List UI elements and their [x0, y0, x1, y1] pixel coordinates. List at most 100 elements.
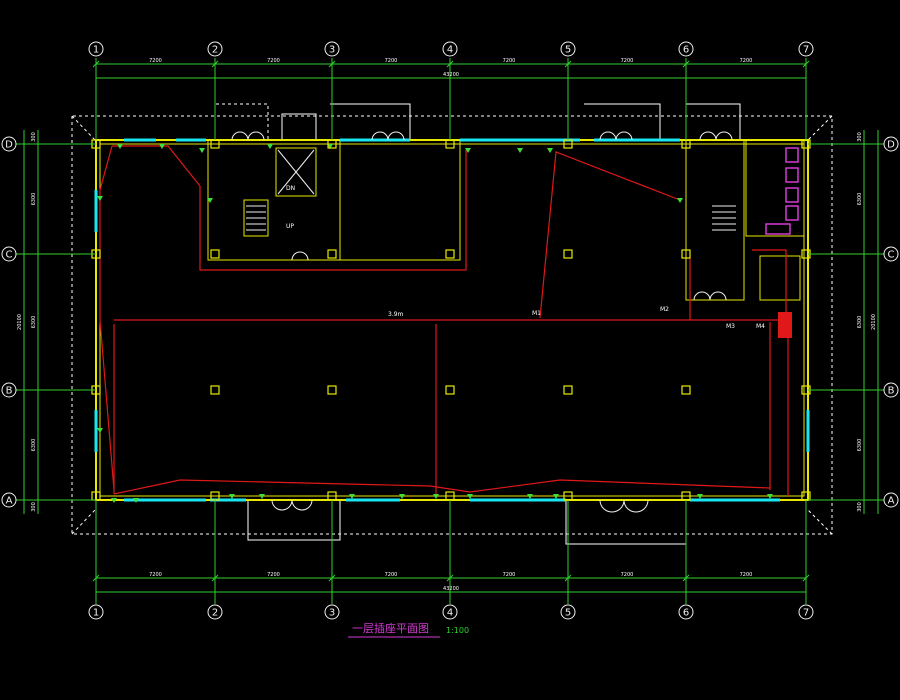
dim-tick-bottom-6	[802, 574, 810, 582]
axis-label-D-left: D	[5, 140, 13, 151]
dim-text-top-2: 7200	[385, 58, 398, 64]
label-room-main: 3.9m	[388, 311, 404, 318]
axis-bubble-C-right	[883, 246, 899, 262]
axis-bubble-A-right	[883, 492, 899, 508]
dim-total-bottom: 43200	[443, 586, 459, 592]
outlets	[97, 144, 773, 503]
axis-bubble-B-left	[1, 382, 17, 398]
axis-label-1-top: 1	[93, 45, 99, 56]
dim-text-bottom-0: 7200	[149, 572, 162, 578]
outlet-symbol	[433, 494, 439, 499]
dim-side-text-0-0: 300	[31, 132, 37, 142]
axis-label-A-left: A	[6, 496, 13, 507]
dim-tick-top-4	[564, 60, 572, 68]
dim-text-top-4: 7200	[621, 58, 634, 64]
dim-tick-bottom-2	[328, 574, 336, 582]
axis-label-7-bottom: 7	[803, 608, 809, 619]
axis-bubble-D-right	[883, 136, 899, 152]
dim-tick-bottom-4	[564, 574, 572, 582]
axis-bubble-7-top	[798, 41, 814, 57]
outlet-symbol	[97, 196, 103, 201]
windows	[94, 138, 810, 502]
label-panel-m3: M3	[726, 323, 735, 330]
dim-text-top-0: 7200	[149, 58, 162, 64]
dim-side-text-0-4: 300	[31, 502, 37, 512]
axis-bubble-3-bottom	[324, 604, 340, 620]
dim-tick-top-6	[802, 60, 810, 68]
structural-column	[327, 249, 337, 259]
doors	[231, 131, 733, 513]
dim-side-text-1-3: 6300	[857, 439, 863, 452]
axis-bubble-4-bottom	[442, 604, 458, 620]
dimension-lines: 7200 7200 7200 7200 7200 7200 43200 7200 7200 720…	[17, 58, 879, 593]
label-panel-m4: M4	[756, 323, 765, 330]
roof-outline	[71, 115, 833, 535]
distribution-box	[778, 312, 792, 338]
dim-side-text-1-1: 6300	[857, 193, 863, 206]
structural-column	[681, 385, 691, 395]
structural-column	[445, 249, 455, 259]
outlet-symbol	[467, 494, 473, 499]
axis-label-B-right: B	[888, 386, 895, 397]
drawing-scale: 1:100	[446, 626, 469, 635]
dim-tick-bottom-3	[446, 574, 454, 582]
structural-column	[445, 385, 455, 395]
dim-text-top-3: 7200	[503, 58, 516, 64]
axis-bubble-D-left	[1, 136, 17, 152]
axis-bubble-2-bottom	[207, 604, 223, 620]
axis-bubble-C-left	[1, 246, 17, 262]
dim-text-bottom-5: 7200	[740, 572, 753, 578]
axis-bubble-7-bottom	[798, 604, 814, 620]
dim-text-bottom-2: 7200	[385, 572, 398, 578]
outlet-symbol	[553, 494, 559, 499]
axis-label-D-right: D	[887, 140, 895, 151]
dim-text-bottom-1: 7200	[267, 572, 280, 578]
dim-tick-bottom-1	[211, 574, 219, 582]
dim-side-text-1-0: 300	[857, 132, 863, 142]
axis-bubble-5-bottom	[560, 604, 576, 620]
outlet-symbol	[547, 148, 553, 153]
dim-tick-top-3	[446, 60, 454, 68]
axis-bubble-2-top	[207, 41, 223, 57]
axis-label-A-right: A	[888, 496, 895, 507]
label-dn: DN	[286, 185, 295, 192]
axis-label-5-bottom: 5	[565, 608, 571, 619]
axis-bubble-1-bottom	[88, 604, 104, 620]
axis-bubble-1-top	[88, 41, 104, 57]
dim-tick-top-2	[328, 60, 336, 68]
outlet-symbol	[767, 494, 773, 499]
outlet-symbol	[207, 198, 213, 203]
outlet-symbol	[267, 144, 273, 149]
axis-label-3-top: 3	[329, 45, 335, 56]
outlet-symbol	[399, 494, 405, 499]
label-panel-m1: M1	[532, 310, 541, 317]
outlet-symbol	[117, 144, 123, 149]
outlet-symbol	[527, 494, 533, 499]
axis-label-C-right: C	[888, 250, 895, 261]
outlet-symbol	[349, 494, 355, 499]
structural-column	[681, 249, 691, 259]
dim-text-top-1: 7200	[267, 58, 280, 64]
outlet-symbol	[133, 498, 139, 503]
structural-column	[210, 385, 220, 395]
outlet-symbol	[229, 494, 235, 499]
outlet-symbol	[465, 148, 471, 153]
axis-label-6-bottom: 6	[683, 608, 689, 619]
structural-column	[327, 385, 337, 395]
outlet-symbol	[97, 428, 103, 433]
dim-side-text-0-3: 6300	[31, 439, 37, 452]
dim-tick-bottom-0	[92, 574, 100, 582]
dim-side-text-1-4: 300	[857, 502, 863, 512]
dim-side-text-0-1: 6300	[31, 193, 37, 206]
axis-label-B-left: B	[6, 386, 13, 397]
dim-text-bottom-4: 7200	[621, 572, 634, 578]
dim-text-bottom-3: 7200	[503, 572, 516, 578]
dim-total-top: 43200	[443, 72, 459, 78]
dim-tick-top-0	[92, 60, 100, 68]
dim-text-top-5: 7200	[740, 58, 753, 64]
axis-bubble-3-top	[324, 41, 340, 57]
toilet-fixtures	[765, 147, 799, 235]
